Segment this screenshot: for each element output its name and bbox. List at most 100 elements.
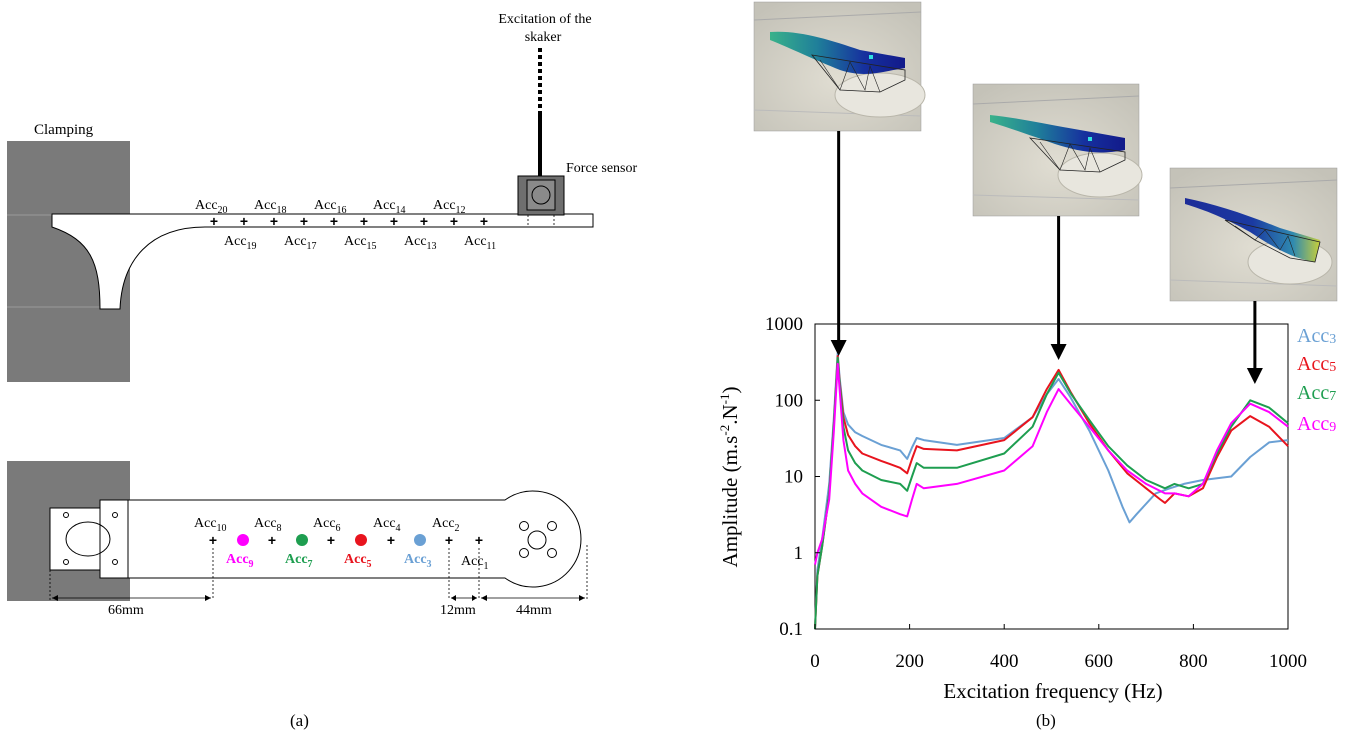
acc-label: Acc15	[344, 234, 377, 252]
x-tick-label: 0	[810, 651, 820, 672]
y-tick-label: 100	[775, 390, 804, 411]
mode-shape-photo-1	[753, 1, 926, 132]
beam-plan-outline	[49, 490, 582, 588]
series-line-acc9	[814, 362, 1289, 565]
mode-shape-photo-2	[972, 83, 1143, 217]
legend-acc7: Acc7	[1297, 382, 1336, 404]
series-line-acc7	[814, 356, 1289, 630]
excitation-label-2: skaker	[525, 30, 562, 45]
acc-label: Acc4	[373, 516, 401, 534]
disk-screw-hole	[547, 521, 557, 531]
mode-arrows	[830, 131, 1263, 384]
acc-label: Acc2	[432, 516, 460, 534]
legend-acc9: Acc9	[1297, 413, 1336, 435]
acc7-dot	[296, 534, 308, 546]
acc5-dot	[355, 534, 367, 546]
acc9-dot	[237, 534, 249, 546]
plate-screw-hole	[112, 559, 118, 565]
x-tick-label: 400	[990, 651, 1019, 672]
y-tick-labels: 0.1 1 10 100 1000	[765, 314, 820, 640]
series-line-acc5	[814, 355, 1289, 630]
force-sensor-label: Force sensor	[566, 161, 637, 176]
mode-shape-photo-3	[1169, 167, 1338, 302]
acc-label: Acc6	[313, 516, 341, 534]
acc-label: Acc10	[194, 516, 227, 534]
y-tick-label: 1000	[765, 314, 803, 335]
disk-center-hole	[527, 530, 547, 550]
series-line-acc3	[814, 351, 1289, 630]
acc-marker: +	[360, 213, 368, 229]
mode-arrow-head	[830, 340, 847, 356]
mode-arrow-head	[1246, 368, 1263, 384]
force-sensor	[517, 175, 565, 227]
acc5-label: Acc5	[344, 552, 372, 570]
plot-frame	[814, 323, 1289, 630]
plate-screw-hole	[63, 559, 69, 565]
acc-marker: +	[475, 532, 483, 548]
acc-marker: +	[480, 213, 488, 229]
y-tick-label: 10	[784, 467, 803, 488]
panel-a-side-view: Clamping Excitation of the skaker Force …	[7, 12, 637, 382]
y-axis-label: Amplitude (m.s-2.N-1)	[717, 387, 742, 568]
acc-marker: +	[327, 532, 335, 548]
acc-marker: +	[209, 532, 217, 548]
x-tick-labels: 0 200 400 600 800 1000	[810, 624, 1307, 672]
acc7-label: Acc7	[285, 552, 313, 570]
acc-label: Acc8	[254, 516, 282, 534]
mode-arrow-head	[1050, 344, 1067, 360]
series-layer	[814, 351, 1289, 630]
acc-label: Acc14	[373, 198, 406, 216]
clamping-label: Clamping	[34, 122, 94, 138]
y-tick-label: 1	[794, 543, 804, 564]
x-axis-label: Excitation frequency (Hz)	[943, 679, 1162, 703]
acc-marker: +	[300, 213, 308, 229]
beam-side-profile	[51, 213, 594, 310]
acc-marker: +	[420, 213, 428, 229]
plate-screw-hole	[112, 512, 118, 518]
acc-label: Acc20	[195, 198, 228, 216]
acc-marker: +	[450, 213, 458, 229]
caption-a: (a)	[290, 711, 309, 730]
acc-label: Acc16	[314, 198, 347, 216]
plate-screw-hole	[63, 512, 69, 518]
acc9-label: Acc9	[226, 552, 254, 570]
dim-44-label: 44mm	[516, 603, 552, 618]
x-tick-label: 1000	[1269, 651, 1307, 672]
acc3-dot	[414, 534, 426, 546]
panel-a-plan-view: + + + + + + Acc10 Acc8 Acc6 Acc4 Acc2 Ac…	[7, 461, 588, 730]
acc-label: Acc12	[433, 198, 466, 216]
dimension-lines	[49, 545, 588, 601]
side-acc-labels-bottom: Acc19 Acc17 Acc15 Acc13 Acc11	[224, 234, 496, 252]
plate-oval-hole	[65, 521, 111, 557]
x-tick-label: 800	[1179, 651, 1208, 672]
acc-marker: +	[387, 532, 395, 548]
plan-acc-labels-colored: Acc9 Acc7 Acc5 Acc3	[226, 552, 432, 570]
legend: Acc3 Acc5 Acc7 Acc9	[1297, 325, 1336, 435]
dim-12-label: 12mm	[440, 603, 476, 618]
x-tick-label: 600	[1085, 651, 1114, 672]
acc-marker: +	[445, 532, 453, 548]
legend-acc5: Acc5	[1297, 353, 1336, 375]
acc3-label: Acc3	[404, 552, 432, 570]
mount-plate-outline	[49, 499, 129, 579]
dim-66-label: 66mm	[108, 603, 144, 618]
acc-label: Acc17	[284, 234, 317, 252]
excitation-label: Excitation of the	[498, 12, 591, 27]
disk-screw-hole	[547, 548, 557, 558]
side-markers: + + + + + + + + + +	[210, 213, 488, 229]
acc-marker: +	[210, 213, 218, 229]
acc-marker: +	[330, 213, 338, 229]
acc-label: Acc19	[224, 234, 257, 252]
acc-marker: +	[270, 213, 278, 229]
caption-b: (b)	[1036, 711, 1056, 730]
disk-screw-hole	[519, 521, 529, 531]
plan-markers: + + + + + +	[209, 532, 483, 548]
side-acc-labels-top: Acc20 Acc18 Acc16 Acc14 Acc12	[195, 198, 466, 216]
legend-acc3: Acc3	[1297, 325, 1336, 347]
acc-marker: +	[390, 213, 398, 229]
acc-marker: +	[268, 532, 276, 548]
y-tick-label: 0.1	[779, 619, 803, 640]
x-tick-label: 200	[895, 651, 924, 672]
disk-screw-hole	[519, 548, 529, 558]
